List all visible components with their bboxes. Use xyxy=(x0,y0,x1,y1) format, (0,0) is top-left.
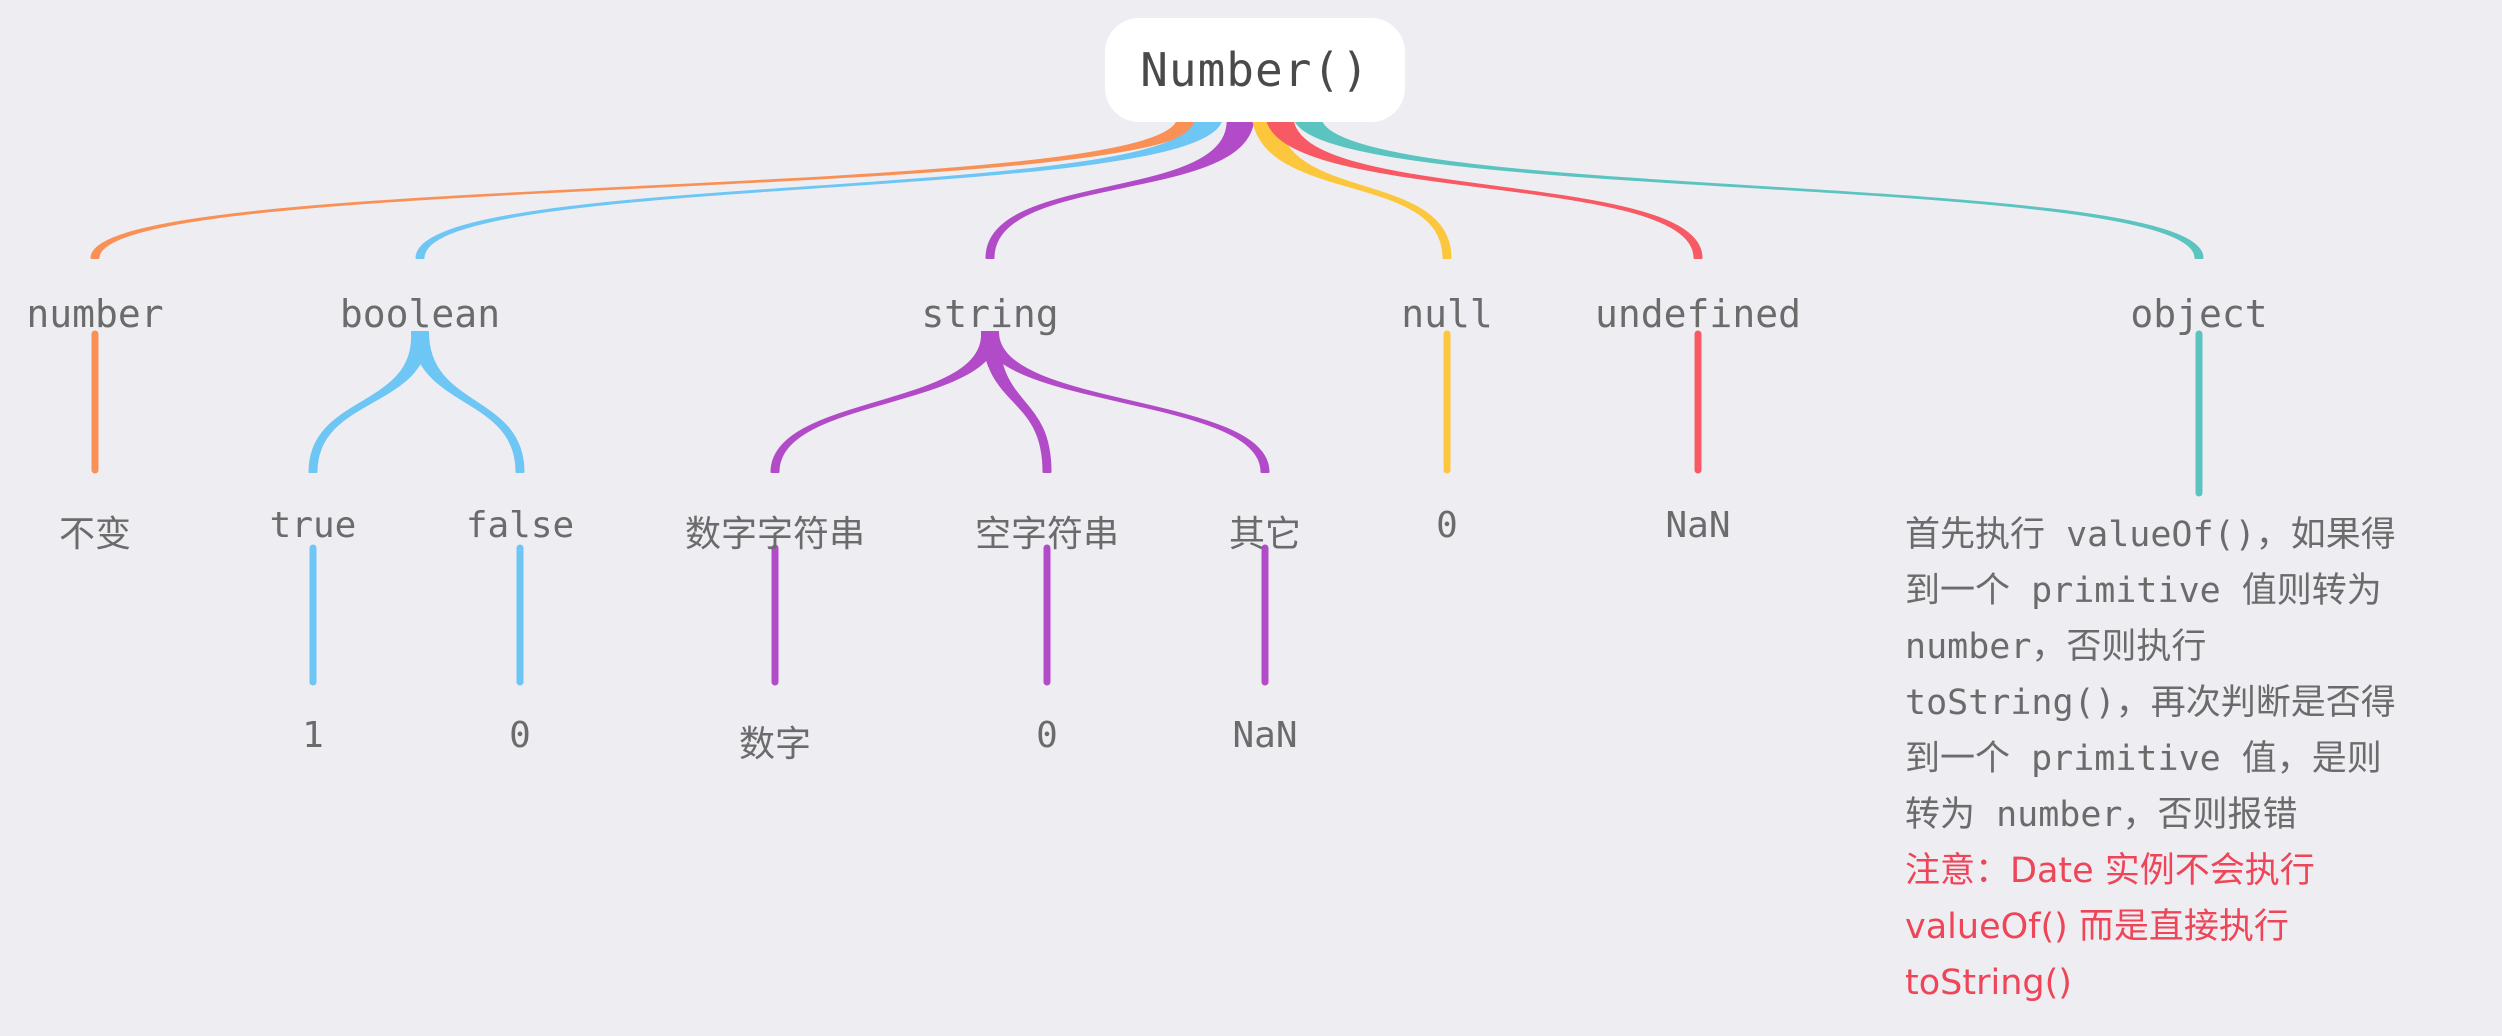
edge-curve xyxy=(981,331,1270,473)
node-null[interactable]: null xyxy=(1401,292,1493,336)
node-string-numeric[interactable]: 数字字符串 xyxy=(685,505,865,557)
warning-line: 注意：Date 实例不会执行 xyxy=(1905,851,2315,891)
edge-curve xyxy=(1265,115,1703,259)
node-label: object xyxy=(2130,292,2268,336)
node-label: 数字 xyxy=(738,724,812,765)
node-label: NaN xyxy=(1665,505,1731,546)
node-boolean-true[interactable]: true xyxy=(270,505,357,546)
node-label: 其它 xyxy=(1228,514,1302,555)
edge-curve xyxy=(1292,115,2204,259)
node-boolean-false[interactable]: false xyxy=(466,505,574,546)
edge-curve xyxy=(770,331,999,473)
node-null-value[interactable]: 0 xyxy=(1436,505,1458,546)
warning-line: toString() xyxy=(1905,963,2072,1003)
description-line: 到一个 primitive 值，是则 xyxy=(1905,739,2382,779)
object-description-main: 首先执行 valueOf()，如果得到一个 primitive 值则转为 numb… xyxy=(1905,507,2485,843)
node-label: 空字符串 xyxy=(974,514,1120,555)
node-number-unchanged[interactable]: 不变 xyxy=(59,505,131,557)
description-line: 首先执行 valueOf()，如果得 xyxy=(1905,515,2396,555)
node-boolean-true-value[interactable]: 1 xyxy=(302,715,324,756)
root-node-label: Number() xyxy=(1140,43,1370,97)
node-boolean[interactable]: boolean xyxy=(340,292,500,336)
node-label: 0 xyxy=(509,715,531,756)
edge-curve xyxy=(90,115,1206,259)
node-label: 不变 xyxy=(58,514,132,555)
node-string[interactable]: string xyxy=(921,292,1058,336)
node-object[interactable]: object xyxy=(2130,292,2267,336)
edge-curve xyxy=(1251,115,1452,259)
root-node[interactable]: Number() xyxy=(1105,18,1405,122)
node-undefined-value[interactable]: NaN xyxy=(1665,505,1730,546)
node-undefined[interactable]: undefined xyxy=(1595,292,1801,336)
node-string-other[interactable]: 其它 xyxy=(1229,505,1301,557)
node-label: string xyxy=(921,292,1059,336)
node-label: boolean xyxy=(339,292,501,336)
node-string-other-value[interactable]: NaN xyxy=(1232,715,1297,756)
edge-curve xyxy=(985,115,1255,259)
edge-curve xyxy=(981,331,1052,473)
description-line: 转为 number，否则报错 xyxy=(1905,795,2298,835)
node-label: 0 xyxy=(1036,715,1058,756)
warning-line: valueOf() 而是直接执行 xyxy=(1905,907,2289,947)
node-label: 数字字符串 xyxy=(684,514,866,555)
edge-curve xyxy=(308,331,429,473)
node-label: 1 xyxy=(302,715,324,756)
node-label: null xyxy=(1401,292,1493,336)
edge-curve xyxy=(415,115,1224,259)
node-string-numeric-value[interactable]: 数字 xyxy=(739,715,811,767)
node-string-empty-value[interactable]: 0 xyxy=(1036,715,1058,756)
object-description-block: 首先执行 valueOf()，如果得到一个 primitive 值则转为 numb… xyxy=(1905,507,2485,1011)
description-line: number，否则执行 xyxy=(1905,627,2207,667)
description-line: toString()，再次判断是否得 xyxy=(1905,683,2396,723)
node-string-empty[interactable]: 空字符串 xyxy=(975,505,1119,557)
edge-curve xyxy=(411,331,525,473)
node-label: false xyxy=(465,505,575,546)
description-line: 到一个 primitive 值则转为 xyxy=(1905,571,2382,611)
node-label: true xyxy=(269,505,357,546)
node-number[interactable]: number xyxy=(26,292,163,336)
node-boolean-false-value[interactable]: 0 xyxy=(509,715,531,756)
object-description-warning: 注意：Date 实例不会执行 valueOf() 而是直接执行 toString() xyxy=(1905,843,2485,1011)
node-label: NaN xyxy=(1232,715,1298,756)
node-label: undefined xyxy=(1595,292,1801,336)
node-label: number xyxy=(26,292,164,336)
node-label: 0 xyxy=(1436,505,1458,546)
